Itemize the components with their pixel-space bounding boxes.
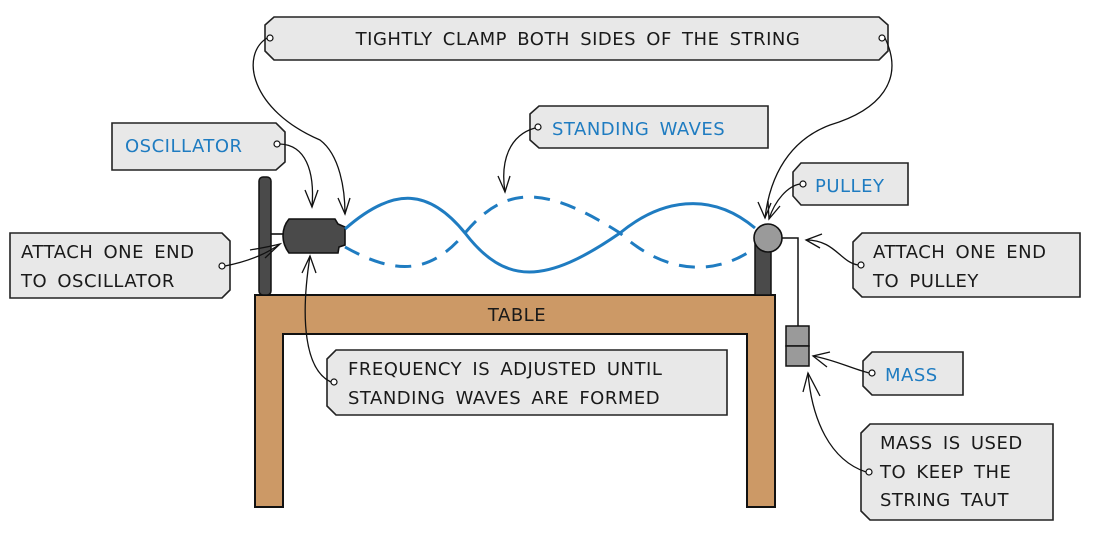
attach-pulley-label: ATTACH ONE END TO PULLEY [804,232,1081,298]
pulley-text: PULLEY [815,176,885,197]
mass-used-label: MASS IS USED TO KEEP THE STRING TAUT [802,371,1054,521]
standing-waves-label: STANDING WAVES [497,105,769,194]
pulley-label: PULLEY [767,162,909,221]
wave-solid [344,196,756,274]
clamp-text: TIGHTLY CLAMP BOTH SIDES OF THE STRING [355,29,801,50]
standing-wave [344,195,756,274]
attach-oscillator-line-1: ATTACH ONE END [21,242,194,263]
oscillator [282,218,346,254]
standing-waves-text: STANDING WAVES [552,119,725,140]
mass-block [785,325,810,367]
pulley [753,223,799,326]
clamp-label: TIGHTLY CLAMP BOTH SIDES OF THE STRING [252,16,893,220]
mass-used-line-1: MASS IS USED [880,433,1023,454]
frequency-line-2: STANDING WAVES ARE FORMED [348,388,660,409]
attach-oscillator-line-2: TO OSCILLATOR [20,271,175,292]
frequency-label: FREQUENCY IS ADJUSTED UNTIL STANDING WAV… [301,254,728,416]
table-label: TABLE [487,305,546,326]
attach-oscillator-label: ATTACH ONE END TO OSCILLATOR [9,232,283,299]
clamp-pointer-right [764,37,893,219]
oscillator-text: OSCILLATOR [125,136,243,157]
frequency-line-1: FREQUENCY IS ADJUSTED UNTIL [348,359,662,380]
clamp-pointer-left [252,37,346,215]
wave-dashed [344,195,756,269]
mass-used-line-3: STRING TAUT [880,490,1009,511]
mass-used-line-2: TO KEEP THE [879,462,1011,483]
table: TABLE [254,294,776,508]
mass-label: MASS [811,351,964,396]
oscillator-stand [258,176,285,296]
oscillator-label: OSCILLATOR [111,122,319,209]
mass-text: MASS [885,365,938,386]
attach-pulley-line-1: ATTACH ONE END [873,242,1046,263]
attach-pulley-line-2: TO PULLEY [872,271,979,292]
